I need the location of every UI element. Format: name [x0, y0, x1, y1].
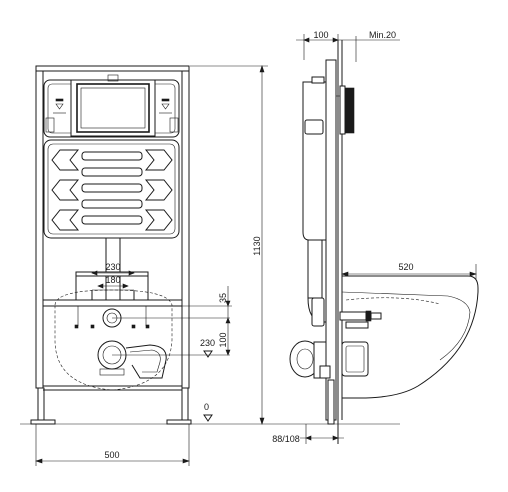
arrow-down-icon [159, 98, 172, 114]
frame-top-bar [35, 65, 190, 72]
dim-88-108: 88/108 [272, 424, 344, 444]
min-gap-label: Min.20 [369, 30, 396, 40]
level-marker-230: 230 [200, 338, 215, 358]
bowl-outline-front [54, 289, 173, 391]
arrow-down-icon [53, 98, 66, 114]
dim-1130: 1130 [190, 65, 268, 425]
bowl-outline-side [342, 275, 479, 399]
level-0-label: 0 [204, 402, 209, 412]
flush-pipe [105, 237, 121, 301]
right-foot [166, 419, 192, 425]
cistern-ribs [51, 149, 173, 231]
dim-1130-label: 1130 [252, 236, 262, 255]
dim-depth-100-label: 100 [313, 30, 328, 40]
right-frame-post [181, 67, 190, 389]
dim-180-label: 180 [105, 275, 120, 285]
dim-230: 230 [91, 262, 135, 276]
left-foot [30, 419, 56, 425]
level-marker-0: 0 [203, 402, 213, 422]
flush-plate-opening [70, 79, 156, 137]
left-frame-post [35, 67, 44, 389]
dim-100: 100 [218, 318, 231, 356]
dim-depth-100: 100 Min.20 [296, 30, 400, 62]
dim-180: 180 [97, 275, 129, 289]
dim-100-label: 100 [218, 332, 228, 347]
dim-520: 520 [341, 262, 477, 280]
mounting-crossbar [42, 299, 183, 307]
waste-pipe-side [289, 340, 369, 379]
side-view: 100 Min.20 [272, 30, 479, 444]
dim-520-label: 520 [398, 262, 413, 272]
dim-230-label: 230 [105, 262, 120, 272]
dim-500: 500 [35, 424, 190, 466]
front-view: 230 180 500 1130 [20, 65, 400, 466]
dim-35-label: 35 [218, 293, 228, 303]
cistern-side [302, 81, 327, 241]
dim-88-108-label: 88/108 [272, 434, 300, 444]
level-230-label: 230 [200, 338, 215, 348]
dim-500-label: 500 [104, 450, 119, 460]
cistern-tank [43, 139, 180, 239]
